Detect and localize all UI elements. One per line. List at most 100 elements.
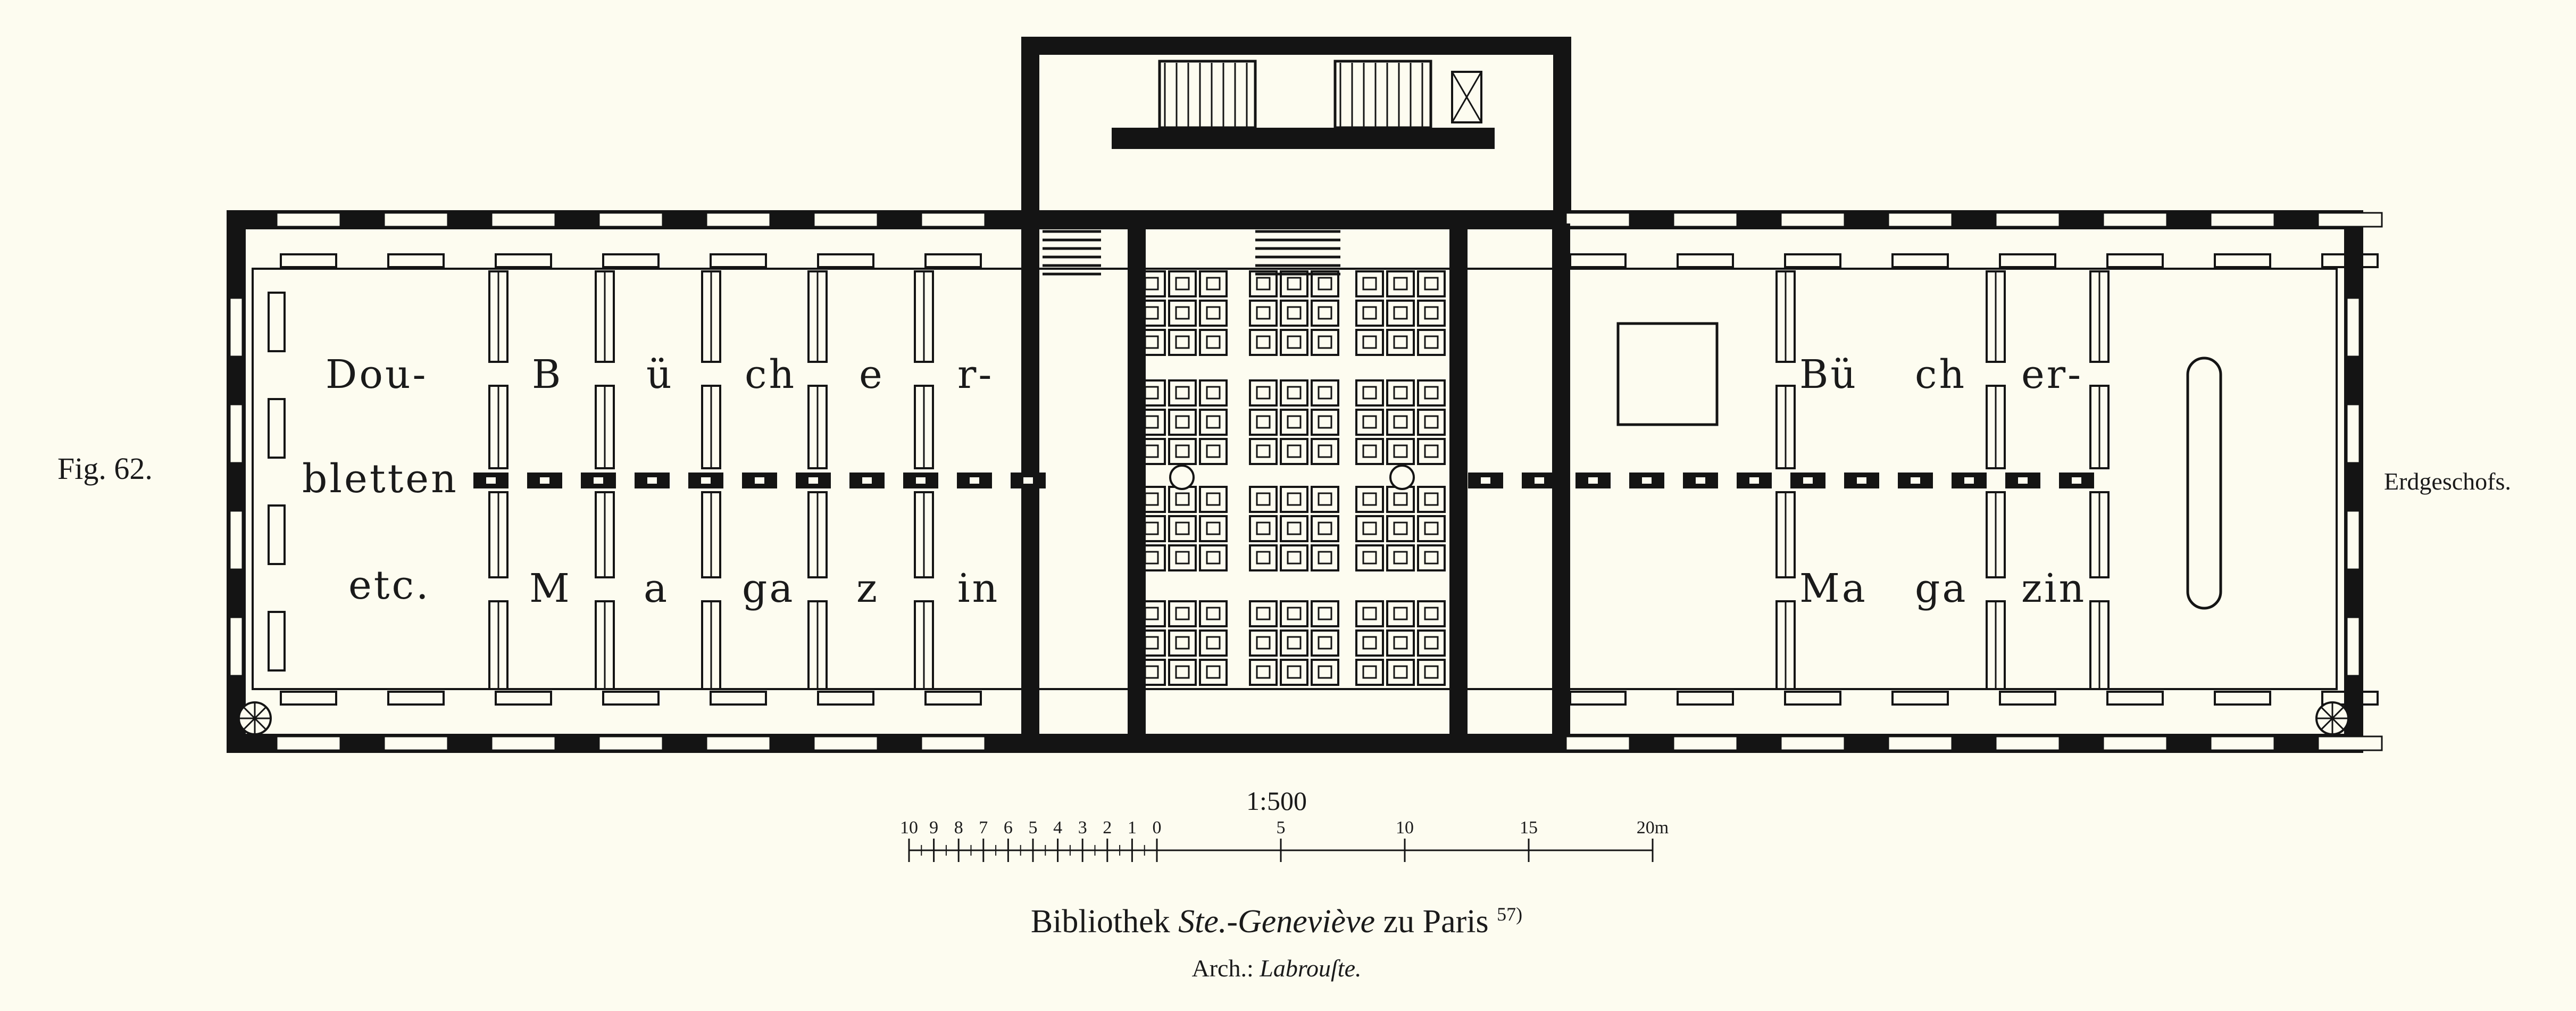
caption-suffix: zu Paris [1383,904,1489,940]
coffer-inner [1256,551,1271,565]
coffer [1280,409,1308,436]
coffer-inner [1175,521,1190,535]
coffer [1417,270,1446,297]
coffer [1386,515,1415,542]
coffer-inner [1362,415,1377,429]
coffer [1249,515,1278,542]
coffer [1311,438,1339,465]
coffer-inner [1256,415,1271,429]
window-seat [1784,253,1841,268]
coffer [1386,300,1415,327]
coffer-inner [1393,665,1408,679]
coffer-inner [1393,521,1408,535]
pier-core [1696,477,1705,484]
coffer [1386,629,1415,657]
coffer-inner [1206,607,1221,620]
window [2346,403,2361,464]
window-seat [1784,691,1841,706]
coffer-inner [1362,277,1377,291]
coffer [1355,300,1384,327]
window [276,735,341,751]
window-seat [602,691,660,706]
window [229,297,244,358]
coffer [1137,409,1166,436]
coffer-inner [1287,444,1302,458]
scale-tick-label: 2 [1103,818,1112,838]
coffer [1355,379,1384,407]
window-seat [1891,691,1949,706]
coffer [1168,438,1197,465]
coffer [1355,409,1384,436]
window [1887,212,1953,228]
coffer [1249,409,1278,436]
coffer [1355,270,1384,297]
spiral-step [244,717,256,730]
coffer-inner [1287,335,1302,349]
coffer [1417,329,1446,356]
coffer-inner [1362,492,1377,506]
window-seat [280,691,337,706]
window-seat [817,253,874,268]
coffer [1280,270,1308,297]
coffer [1280,438,1308,465]
window [276,212,341,228]
coffer-inner [1256,444,1271,458]
window [229,403,244,464]
coffer-inner [1362,444,1377,458]
book-shelves [268,270,2110,690]
window [598,212,664,228]
cross-wall [1128,223,1146,734]
coffer [1417,379,1446,407]
window [1672,735,1738,751]
label-word: zin [2021,566,2086,611]
label-word: B [532,352,563,397]
coffer-inner [1144,665,1159,679]
stair [1333,60,1432,129]
label-word: ch [745,352,796,397]
coffer-inner [1256,607,1271,620]
coffer [1311,329,1339,356]
pier-core [540,477,549,484]
window [1565,212,1631,228]
coffer-inner [1287,607,1302,620]
pier-core [755,477,764,484]
coffer [1280,329,1308,356]
label-word: a [644,566,669,611]
caption-prefix: Bibliothek [1031,904,1170,940]
window [2346,616,2361,677]
cross-wall [1449,223,1468,734]
coffer-inner [1144,521,1159,535]
coffer [1311,409,1339,436]
coffer [1417,515,1446,542]
coffer [1386,544,1415,571]
window [2210,212,2275,228]
window-seat [495,253,552,268]
window [1565,735,1631,751]
coffer [1355,329,1384,356]
pier-core [1857,477,1866,484]
coffer-inner [1287,306,1302,320]
pier-core [2072,477,2081,484]
coffer-inner [1175,551,1190,565]
coffer [1355,629,1384,657]
pier-core [1023,477,1033,484]
coffer [1168,515,1197,542]
coffer [1199,515,1228,542]
coffer-inner [1144,492,1159,506]
coffer-inner [1393,415,1408,429]
scale-tick-label: 5 [1029,818,1038,838]
coffer-inner [1424,607,1439,620]
walls [227,37,2383,753]
window [383,735,449,751]
pier-core [594,477,603,484]
coffer-inner [1393,444,1408,458]
coffer-inner [1318,607,1332,620]
coffer [1137,515,1166,542]
coffer-inner [1424,551,1439,565]
coffer-inner [1393,636,1408,650]
coffer-inner [1175,335,1190,349]
scale-tick-label: 10 [900,818,918,838]
pier-core [1535,477,1544,484]
pier-core [1964,477,1974,484]
